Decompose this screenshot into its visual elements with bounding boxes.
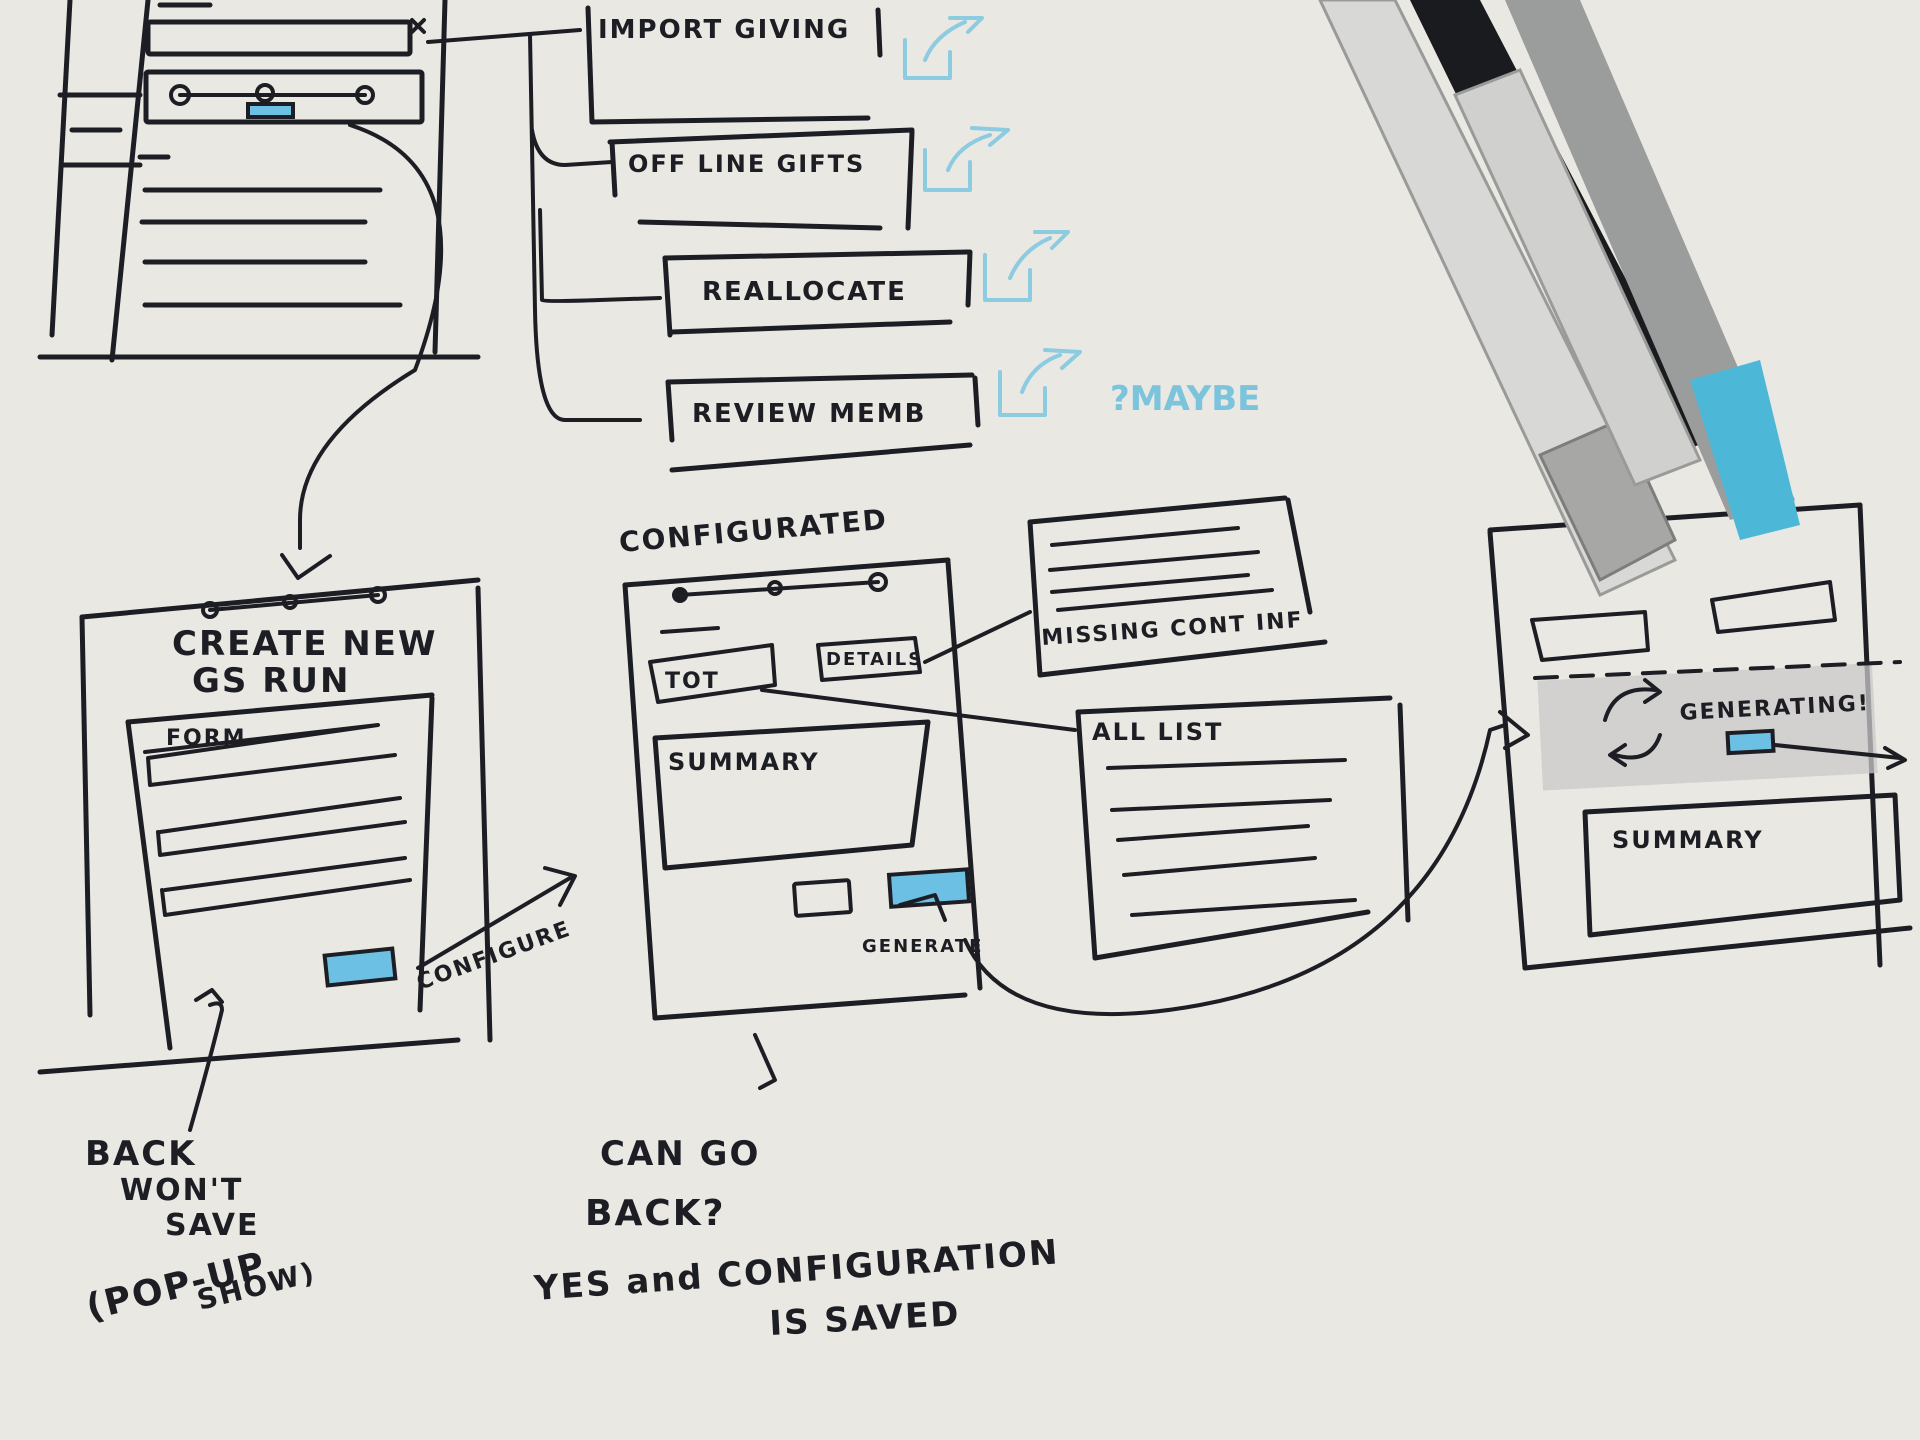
missing-contact-card[interactable]: MISSING CONT INF bbox=[1027, 495, 1328, 678]
external-link-icon[interactable] bbox=[903, 16, 984, 80]
menu-item-review-memb[interactable]: REVIEW MEMB ?MAYBE bbox=[665, 348, 1260, 473]
form-field[interactable] bbox=[156, 796, 407, 857]
menu-item-import-giving[interactable]: IMPORT GIVING bbox=[585, 5, 984, 125]
goback-note-line1: CAN GO bbox=[600, 1134, 760, 1174]
configured-title: CONFIGURATED bbox=[618, 503, 889, 559]
configure-button[interactable] bbox=[322, 946, 398, 988]
overview-action-button[interactable] bbox=[246, 102, 295, 119]
all-list-card[interactable]: ALL LIST bbox=[1075, 695, 1411, 961]
goback-note-line2: BACK? bbox=[585, 1193, 726, 1234]
external-link-icon[interactable] bbox=[998, 348, 1082, 417]
tab-tot[interactable]: TOT bbox=[648, 643, 777, 704]
external-link-icon[interactable] bbox=[923, 126, 1010, 192]
summary-panel: SUMMARY bbox=[652, 719, 931, 871]
external-link-icon[interactable] bbox=[983, 230, 1070, 302]
tot-tab-label: TOT bbox=[665, 669, 720, 694]
create-screen: CREATE NEW GS RUN FORM bbox=[37, 577, 493, 1132]
generating-input-box[interactable] bbox=[1710, 580, 1837, 634]
overview-stepper-box bbox=[143, 69, 425, 125]
form-field[interactable] bbox=[160, 856, 412, 917]
summary-label: SUMMARY bbox=[668, 748, 820, 776]
back-button[interactable] bbox=[792, 878, 853, 918]
note-back-wont-save: BACK WON'T SAVE (POP-UP SHOW) bbox=[82, 1134, 319, 1329]
create-title-line1: CREATE NEW bbox=[172, 624, 437, 664]
reallocate-label: REALLOCATE bbox=[702, 277, 907, 307]
generating-summary-label: SUMMARY bbox=[1612, 826, 1764, 854]
form-field[interactable] bbox=[143, 723, 397, 787]
overview-screen bbox=[37, 0, 481, 363]
overview-header-bar bbox=[145, 19, 413, 57]
details-tab-label: DETAILS bbox=[826, 649, 923, 670]
all-list-label: ALL LIST bbox=[1092, 718, 1223, 746]
menu-item-offline-gifts[interactable]: OFF LINE GIFTS bbox=[607, 126, 1010, 231]
generate-label: GENERATE bbox=[862, 936, 983, 957]
note-can-go-back: CAN GO BACK? YES and CONFIGURATION IS SA… bbox=[532, 1134, 1061, 1344]
close-icon bbox=[410, 18, 426, 34]
import-giving-label: IMPORT GIVING bbox=[598, 15, 850, 45]
generating-screen: GENERATING! SUMMARY bbox=[1487, 502, 1913, 971]
maybe-note: ?MAYBE bbox=[1110, 379, 1260, 419]
marker-pen-icon bbox=[1318, 0, 1800, 597]
back-note-line3: SAVE bbox=[165, 1208, 260, 1243]
tab-details[interactable]: DETAILS bbox=[816, 636, 923, 682]
generating-summary-panel bbox=[1582, 792, 1903, 938]
create-form: FORM bbox=[125, 692, 435, 1051]
back-note-line2: WON'T bbox=[120, 1173, 243, 1208]
goback-note-line4: IS SAVED bbox=[768, 1294, 961, 1344]
generate-button[interactable] bbox=[886, 867, 972, 909]
menu-item-reallocate[interactable]: REALLOCATE bbox=[662, 230, 1070, 338]
goback-note-line3: YES and CONFIGURATION bbox=[532, 1232, 1061, 1309]
generating-input-box[interactable] bbox=[1530, 610, 1650, 662]
configured-screen: CONFIGURATED TOT DETAILS SUMMARY GENERAT… bbox=[618, 503, 983, 1021]
missing-card-label: MISSING CONT INF bbox=[1041, 608, 1305, 651]
offline-gifts-label: OFF LINE GIFTS bbox=[628, 150, 865, 178]
review-memb-label: REVIEW MEMB bbox=[692, 399, 926, 429]
refresh-icon bbox=[1603, 678, 1662, 767]
back-note-line1: BACK bbox=[85, 1134, 197, 1174]
generating-action-button[interactable] bbox=[1725, 728, 1776, 756]
create-title-line2: GS RUN bbox=[192, 661, 350, 701]
